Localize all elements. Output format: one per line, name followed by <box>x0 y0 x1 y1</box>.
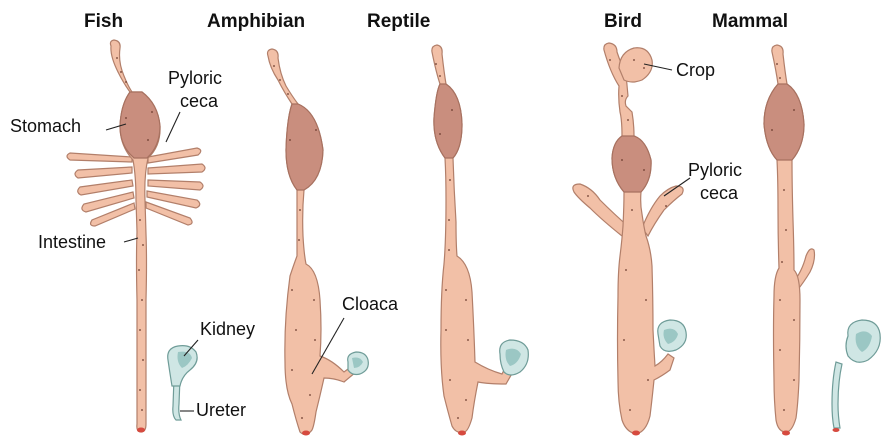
title-bird: Bird <box>604 11 642 32</box>
fish-pyloric-ceca-right <box>146 148 205 225</box>
title-fish: Fish <box>84 11 123 32</box>
fish-pyloric-ceca-left <box>67 153 135 226</box>
reptile-stomach <box>434 84 462 158</box>
label-pyloric-fish-2: ceca <box>180 91 219 111</box>
fish-stomach <box>120 92 160 158</box>
label-ureter: Ureter <box>196 400 246 420</box>
fish-vent <box>137 428 145 433</box>
label-stomach: Stomach <box>10 116 81 136</box>
label-pyloric-bird-1: Pyloric <box>688 160 742 180</box>
mammal-vent <box>782 431 790 436</box>
amphibian-stomach <box>286 104 323 190</box>
leader-pyloric-fish <box>166 112 180 142</box>
label-intestine: Intestine <box>38 232 106 252</box>
label-cloaca: Cloaca <box>342 294 399 314</box>
bird-pyloric-ceca-right <box>642 186 683 236</box>
bird-stomach <box>612 136 651 192</box>
bird-tract-body <box>604 43 674 434</box>
label-pyloric-bird-2: ceca <box>700 183 739 203</box>
mammal-ureter-end <box>833 428 840 432</box>
label-crop: Crop <box>676 60 715 80</box>
mammal-kidney-ureter <box>832 320 880 432</box>
amphibian-digestive-tract <box>268 49 369 436</box>
title-mammal: Mammal <box>712 11 788 32</box>
reptile-digestive-tract <box>432 45 528 436</box>
label-kidney: Kidney <box>200 319 255 339</box>
fish-kidney-ureter <box>168 346 197 420</box>
mammal-stomach <box>764 84 804 160</box>
label-pyloric-fish-1: Pyloric <box>168 68 222 88</box>
mammal-ureter <box>832 362 842 428</box>
reptile-vent <box>458 431 466 436</box>
bird-pyloric-ceca-left <box>573 184 630 236</box>
title-reptile: Reptile <box>367 11 430 32</box>
amphibian-tract-body <box>268 49 357 435</box>
leader-intestine <box>124 238 138 242</box>
bird-vent <box>632 431 640 436</box>
amphibian-vent <box>302 431 310 436</box>
mammal-digestive-tract <box>764 45 815 436</box>
bird-digestive-tract <box>573 43 686 436</box>
title-amphibian: Amphibian <box>207 11 305 32</box>
